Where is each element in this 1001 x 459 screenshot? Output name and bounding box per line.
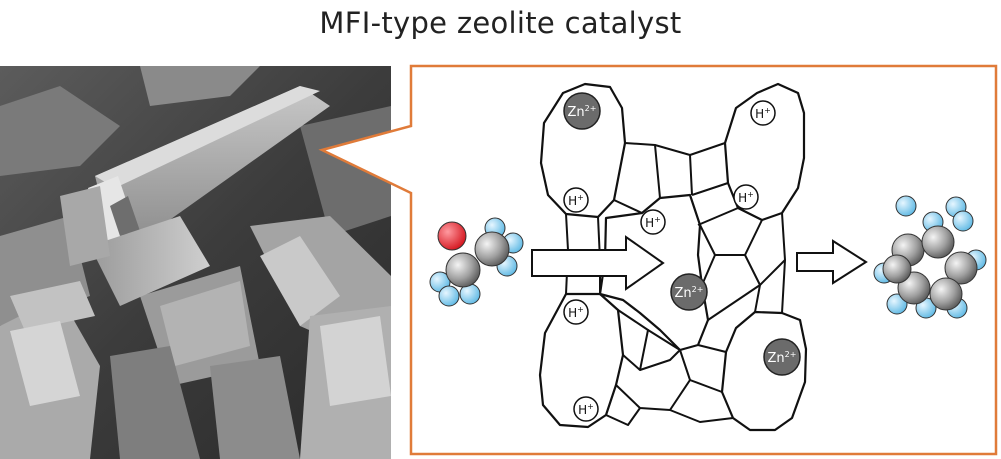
- svg-text:H+: H+: [578, 402, 594, 417]
- reactant-molecule: [429, 217, 524, 307]
- zn-site: Zn2+: [670, 273, 708, 311]
- svg-text:H+: H+: [755, 106, 771, 121]
- proton-site: H+: [640, 209, 666, 235]
- reaction-arrow-2: [796, 239, 868, 285]
- figure-title: MFI-type zeolite catalyst: [319, 6, 682, 40]
- proton-site: H+: [563, 299, 589, 325]
- sem-micrograph-image: [0, 66, 391, 459]
- zn-site: Zn2+: [563, 92, 601, 130]
- svg-text:Zn2+: Zn2+: [675, 285, 704, 301]
- proton-site: H+: [563, 187, 589, 213]
- proton-site: H+: [573, 396, 599, 422]
- zn-site: Zn2+: [763, 338, 801, 376]
- product-molecule: [873, 195, 987, 319]
- svg-text:H+: H+: [645, 215, 661, 230]
- svg-text:H+: H+: [738, 190, 754, 205]
- svg-text:H+: H+: [568, 305, 584, 320]
- reaction-arrow-1: [531, 235, 665, 291]
- proton-site: H+: [733, 184, 759, 210]
- proton-site: H+: [750, 100, 776, 126]
- svg-text:Zn2+: Zn2+: [568, 104, 597, 120]
- svg-text:Zn2+: Zn2+: [768, 350, 797, 366]
- svg-text:H+: H+: [568, 193, 584, 208]
